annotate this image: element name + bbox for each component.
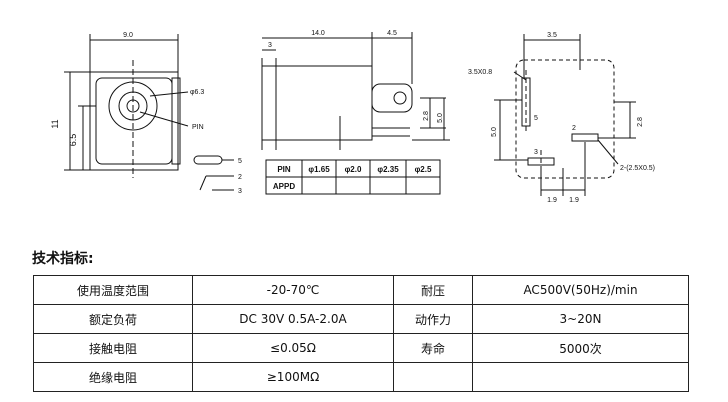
pin-callout-2: 2: [238, 174, 242, 181]
spec-value: 3~20N: [472, 304, 689, 334]
footprint-spacing-2: 1.9: [569, 197, 579, 204]
footprint-pin-2: 2: [572, 125, 576, 132]
side-left-offset-label: 3: [268, 42, 272, 49]
front-width-label: 9.0: [123, 32, 133, 39]
pin-table-header-0: PIN: [277, 165, 291, 174]
spec-label: 耐压: [393, 275, 473, 305]
spec-label: 使用温度范围: [33, 275, 193, 305]
pin-callout-1: 5: [238, 158, 242, 165]
table-row: 绝缘电阻 ≥100MΩ: [33, 362, 689, 392]
pin-table-row-label: APPD: [273, 182, 295, 191]
technical-drawing: 9.0 11 6.5 φ6.3 PIN 5 2 3 14.0 4.5 3 2.8…: [50, 30, 655, 204]
footprint-spacing-1: 1.9: [547, 197, 557, 204]
spec-value: -20-70℃: [192, 275, 394, 305]
footprint-right-dim-label: 2.8: [637, 117, 644, 127]
pin-table-header-4: φ2.5: [415, 165, 432, 174]
spec-label: 绝缘电阻: [33, 362, 193, 392]
spec-value: [472, 362, 689, 392]
spec-value: ≥100MΩ: [192, 362, 394, 392]
spec-label: 动作力: [393, 304, 473, 334]
side-length-label: 14.0: [311, 30, 325, 37]
footprint-pin-5: 5: [534, 115, 538, 122]
spec-value: ≤0.05Ω: [192, 333, 394, 363]
side-dim-a-label: 2.8: [423, 111, 430, 121]
footprint-pin-3: 3: [534, 149, 538, 156]
table-row: 接触电阻 ≤0.05Ω 寿命 5000次: [33, 333, 689, 363]
footprint-view: [494, 34, 636, 196]
front-height-label: 11: [50, 119, 60, 128]
spec-table: 使用温度范围 -20-70℃ 耐压 AC500V(50Hz)/min 额定负荷 …: [33, 275, 689, 392]
spec-label: [393, 362, 473, 392]
spec-title: 技术指标:: [32, 251, 94, 267]
side-offset-label: 4.5: [387, 30, 397, 37]
spec-label: 寿命: [393, 333, 473, 363]
spec-label: 额定负荷: [33, 304, 193, 334]
spec-value: DC 30V 0.5A-2.0A: [192, 304, 394, 334]
pin-sketch: [193, 155, 234, 191]
pin-callout-3: 3: [238, 188, 242, 195]
spec-value: AC500V(50Hz)/min: [472, 275, 689, 305]
pin-table-header-3: φ2.35: [377, 165, 399, 174]
footprint-width-label: 3.5: [547, 32, 557, 39]
side-dim-b-label: 5.0: [437, 113, 444, 123]
hole-diameter-label: φ6.3: [190, 89, 204, 96]
footprint-slot-label: 3.5X0.8: [468, 69, 492, 76]
pin-table-header-2: φ2.0: [345, 165, 362, 174]
pin-table-grid: [265, 159, 441, 195]
footprint-height-label: 5.0: [491, 127, 498, 137]
table-row: 额定负荷 DC 30V 0.5A-2.0A 动作力 3~20N: [33, 304, 689, 334]
front-inner-height-label: 6.5: [68, 134, 78, 147]
table-row: 使用温度范围 -20-70℃ 耐压 AC500V(50Hz)/min: [33, 275, 689, 305]
pin-label: PIN: [192, 124, 204, 131]
front-view: [64, 34, 189, 178]
side-view: [261, 32, 450, 150]
spec-value: 5000次: [472, 333, 689, 363]
footprint-pad-note: 2-(2.5X0.5): [620, 165, 655, 172]
spec-label: 接触电阻: [33, 333, 193, 363]
pin-table-header-1: φ1.65: [308, 165, 330, 174]
